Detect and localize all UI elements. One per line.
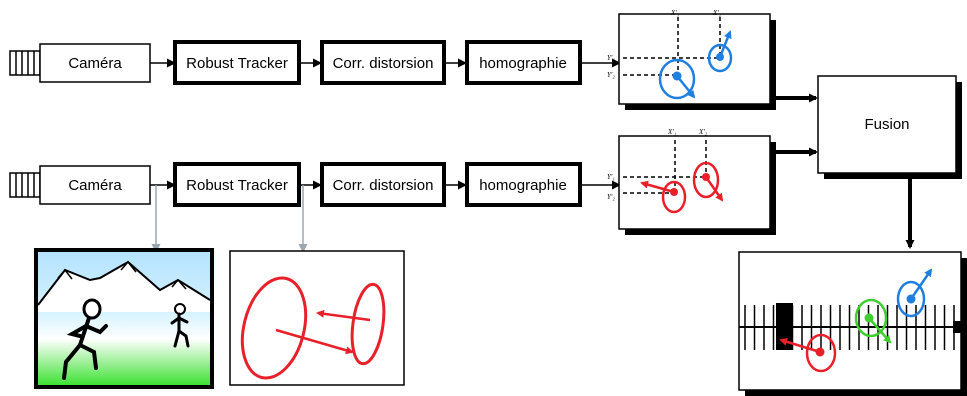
- homography-1-box: [465, 40, 582, 85]
- tracker-ellipses-illustration: [229, 250, 405, 386]
- edge-post: [953, 321, 961, 333]
- x2-label: X'₂: [698, 128, 708, 136]
- camera-lens-icon: [9, 172, 41, 198]
- camera-2: Caméra: [9, 165, 151, 205]
- fusion-label: Fusion: [864, 116, 909, 133]
- fusion-block: Fusion: [817, 75, 962, 179]
- fused-red-target: [779, 333, 837, 373]
- tracker-ellipse-right: [350, 282, 386, 366]
- tracker-2-box: [173, 162, 301, 207]
- tracker-arrow-left: [316, 309, 371, 322]
- camera-1: Caméra: [9, 43, 151, 83]
- camera-scene-illustration: [34, 248, 214, 389]
- camera-1-box: [39, 43, 151, 83]
- distortion-2-label: Corr. distorsion: [333, 177, 434, 194]
- y2-label: Y'₂: [607, 193, 615, 201]
- red-target-2: [692, 161, 724, 202]
- y1-label: Y'₁: [607, 54, 615, 62]
- camera-lens-icon: [9, 50, 41, 76]
- tracker-arrow-right: [275, 328, 354, 355]
- blue-target-2: [707, 30, 733, 73]
- camera-1-label: Caméra: [68, 55, 122, 72]
- homography-2-box: [465, 162, 582, 207]
- blue-target-1: [658, 58, 696, 100]
- runner-figure-large: [62, 298, 108, 380]
- distortion-1-label: Corr. distorsion: [333, 55, 434, 72]
- homography-1-label: homographie: [479, 55, 567, 72]
- tracker-ellipse-left: [240, 276, 308, 380]
- y1-label: Y'₁: [607, 173, 615, 181]
- y2-label: Y'₂: [607, 71, 615, 79]
- mountains: [37, 260, 211, 312]
- red-target-1: [640, 180, 687, 214]
- fused-blue-target: [896, 268, 933, 318]
- homography-2-label: homographie: [479, 177, 567, 194]
- fused-green-target: [854, 298, 892, 344]
- ground-plane-panel-1: X'₁ X'₂ Y'₁ Y'₂: [607, 9, 776, 110]
- ground-plane-panel-2: X'₁ X'₂ Y'₁ Y'₂: [607, 128, 776, 235]
- runner-figure-small: [170, 303, 190, 348]
- x1-label: X'₁: [667, 128, 676, 136]
- tracker-1-label: Robust Tracker: [186, 55, 288, 72]
- x2-label: X'₂: [712, 9, 722, 17]
- tracker-2-label: Robust Tracker: [186, 177, 288, 194]
- x1-label: X'₁: [670, 9, 679, 17]
- camera-2-label: Caméra: [68, 177, 122, 194]
- fused-output-panel: [738, 251, 967, 396]
